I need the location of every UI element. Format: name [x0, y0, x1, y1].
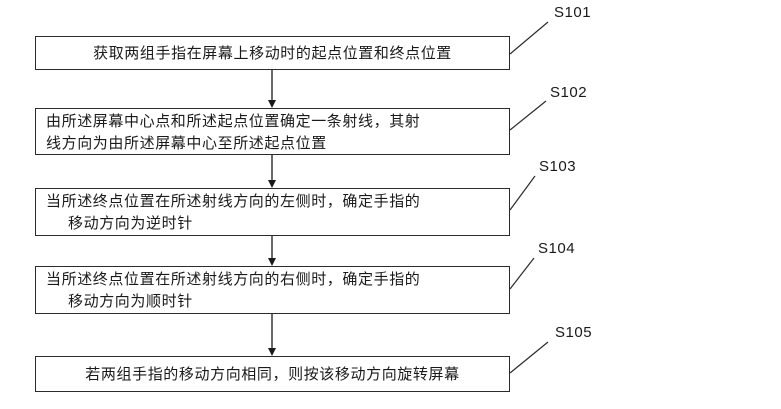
step-text-s104-line-1: 当所述终点位置在所述射线方向的右侧时，确定手指的 — [46, 270, 421, 288]
step-label-s103: S103 — [539, 158, 577, 175]
leader-line-s105 — [509, 341, 549, 374]
step-box-s103: 当所述终点位置在所述射线方向的左侧时，确定手指的 移动方向为逆时针 — [35, 188, 510, 236]
leader-line-s103 — [509, 175, 536, 211]
step-label-s101: S101 — [554, 4, 592, 21]
step-text-s104: 当所述终点位置在所述射线方向的右侧时，确定手指的 移动方向为顺时针 — [46, 268, 497, 312]
step-label-s104: S104 — [538, 240, 576, 257]
step-text-s105: 若两组手指的移动方向相同，则按该移动方向旋转屏幕 — [85, 365, 460, 383]
step-box-s102: 由所述屏幕中心点和所述起点位置确定一条射线，其射 线方向为由所述屏幕中心至所述起… — [35, 108, 510, 155]
leader-line-s104 — [509, 257, 535, 290]
leader-line-s101 — [509, 21, 549, 55]
step-text-s102-line-2: 线方向为由所述屏幕中心至所述起点位置 — [46, 134, 327, 152]
step-box-s101: 获取两组手指在屏幕上移动时的起点位置和终点位置 — [35, 36, 510, 70]
step-label-s102: S102 — [550, 84, 588, 101]
step-box-s105: 若两组手指的移动方向相同，则按该移动方向旋转屏幕 — [35, 356, 510, 392]
step-text-s104-line-2: 移动方向为顺时针 — [68, 292, 193, 310]
step-text-s102-line-1: 由所述屏幕中心点和所述起点位置确定一条射线，其射 — [46, 112, 421, 130]
step-box-s104: 当所述终点位置在所述射线方向的右侧时，确定手指的 移动方向为顺时针 — [35, 266, 510, 314]
leader-line-s102 — [509, 100, 547, 131]
step-text-s103: 当所述终点位置在所述射线方向的左侧时，确定手指的 移动方向为逆时针 — [46, 190, 497, 234]
step-text-s103-line-2: 移动方向为逆时针 — [68, 214, 193, 232]
step-text-s102: 由所述屏幕中心点和所述起点位置确定一条射线，其射 线方向为由所述屏幕中心至所述起… — [46, 110, 497, 154]
step-text-s103-line-1: 当所述终点位置在所述射线方向的左侧时，确定手指的 — [46, 192, 421, 210]
step-text-s101: 获取两组手指在屏幕上移动时的起点位置和终点位置 — [93, 44, 452, 62]
step-label-s105: S105 — [555, 324, 593, 341]
